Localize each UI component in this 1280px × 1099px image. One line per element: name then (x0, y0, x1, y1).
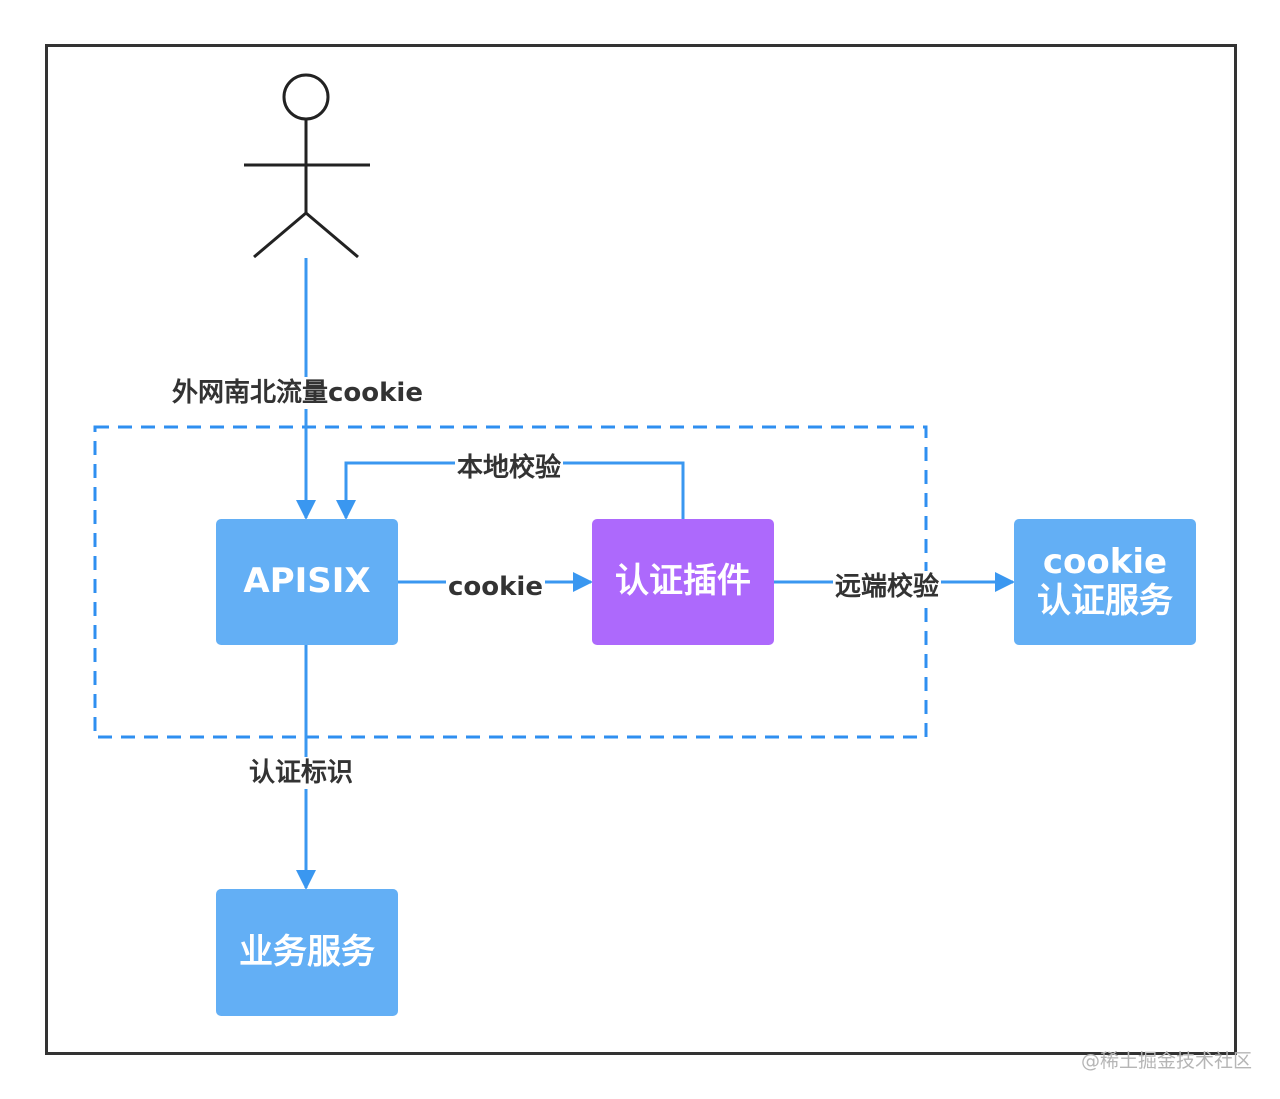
cookie-auth-service-label-line1: cookie (1042, 541, 1168, 582)
business-service-node[interactable]: 业务服务 (216, 889, 398, 1016)
apisix-node[interactable]: APISIX (216, 519, 398, 645)
auth-plugin-node[interactable]: 认证插件 (592, 519, 774, 645)
edge-label-local-verify: 本地校验 (455, 452, 564, 484)
diagram-frame (45, 44, 1237, 1055)
edge-label-auth-identity: 认证标识 (247, 757, 356, 789)
edge-label-cookie: cookie (446, 571, 545, 603)
watermark: @稀土掘金技术社区 (1080, 1050, 1252, 1072)
gateway-boundary (93, 425, 928, 739)
edge-label-remote-verify: 远端校验 (833, 571, 942, 603)
auth-plugin-label: 认证插件 (615, 561, 751, 602)
cookie-auth-service-node[interactable]: cookie 认证服务 (1014, 519, 1196, 645)
apisix-label: APISIX (243, 561, 371, 602)
edge-label-north-south-cookie: 外网南北流量cookie (170, 377, 425, 409)
stick-figure-user-icon (244, 73, 370, 259)
cookie-auth-service-label-line2: 认证服务 (1037, 581, 1173, 621)
business-service-label: 业务服务 (239, 931, 375, 972)
